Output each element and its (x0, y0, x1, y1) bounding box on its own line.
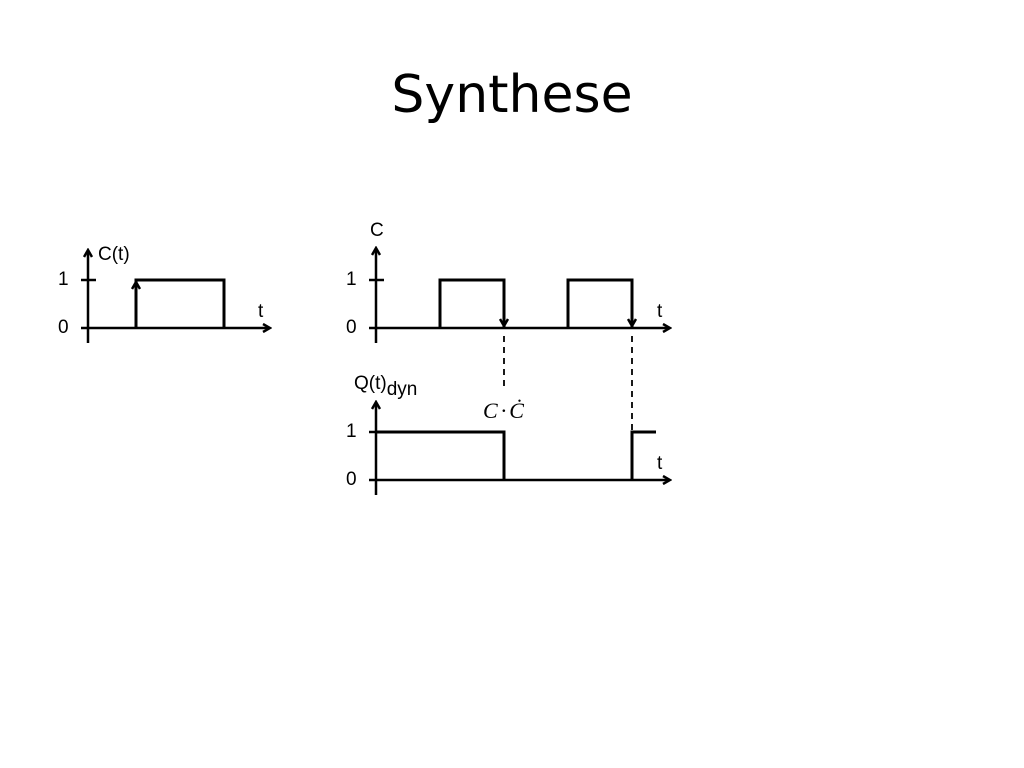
slide-title: Synthese (391, 65, 633, 125)
y-label-ct: C(t) (98, 244, 130, 265)
y-label-q: Q(t)dyn (354, 373, 417, 400)
output-high-segment (376, 430, 506, 480)
output-rise-segment (630, 430, 656, 480)
diagram-c: C t 1 0 (346, 220, 670, 343)
pulse-c-2 (566, 278, 634, 328)
pulse-ct (134, 278, 226, 328)
x-label-ct: t (258, 301, 264, 322)
tick-label-1-q: 1 (346, 421, 357, 442)
tick-label-0-q: 0 (346, 469, 357, 490)
diagram-ct: C(t) t 1 0 (58, 244, 270, 343)
pulse-c-1 (438, 278, 506, 328)
annotation-c-dot-cdot: C·Ċ (483, 398, 524, 423)
tick-label-0-c: 0 (346, 317, 357, 338)
tick-label-1-c: 1 (346, 269, 357, 290)
y-label-c: C (370, 220, 384, 241)
tick-label-0-ct: 0 (58, 317, 69, 338)
diagram-q: Q(t)dyn t 1 0 C·Ċ (346, 373, 670, 495)
tick-label-1-ct: 1 (58, 269, 69, 290)
x-label-q: t (657, 453, 663, 474)
x-label-c: t (657, 301, 663, 322)
